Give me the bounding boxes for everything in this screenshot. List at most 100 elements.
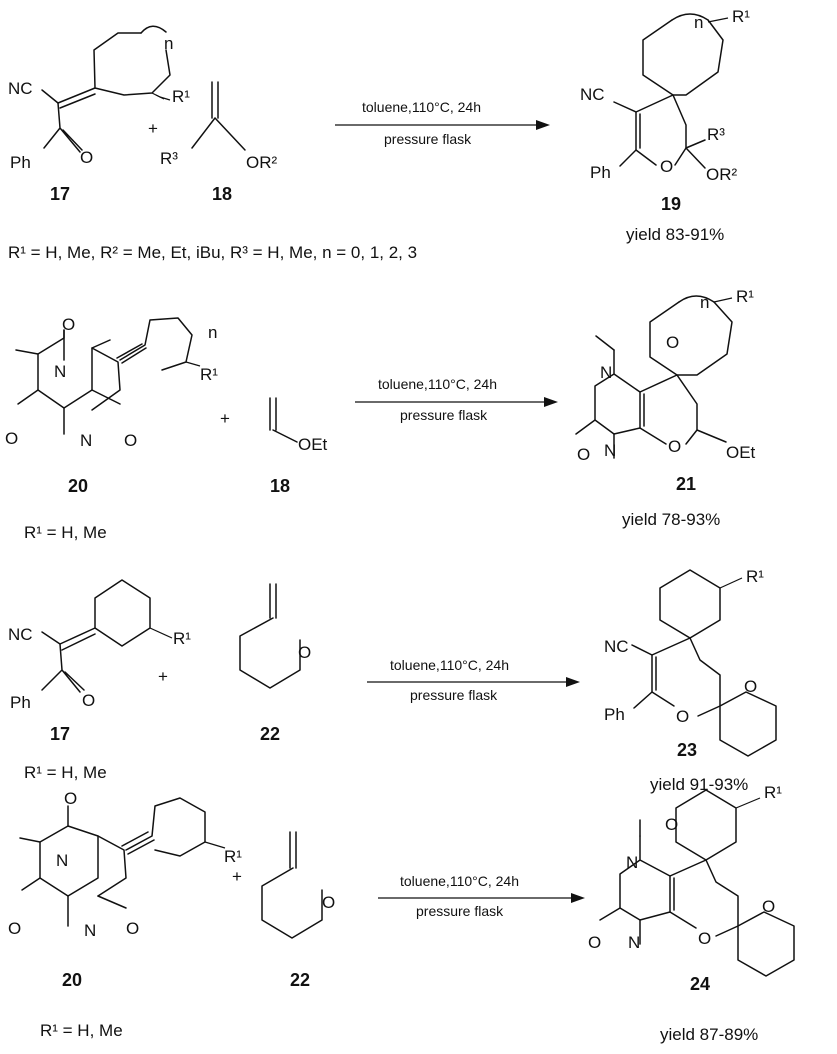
nitrile-label-17b: NC [8,625,33,644]
n-label-21: n [700,293,709,312]
compound-17-structure: NC Ph O R¹ n [8,25,190,172]
carbonyl-oxygen-label: O [80,148,93,167]
conditions-line2-2: pressure flask [400,407,488,423]
product-label-21: 21 [676,474,696,494]
oxygen-right-20: O [124,431,137,450]
reaction-arrow-2: toluene,110°C, 24h pressure flask [355,376,558,423]
product-19-structure: NC Ph O R³ OR² R¹ n [580,7,750,184]
oet-label: OEt [298,435,328,454]
phenyl-label-23: Ph [604,705,625,724]
nitrogen-21b: N [604,441,616,460]
substituents-reaction-4: R¹ = H, Me [40,1021,123,1040]
plus-sign-4: + [232,867,242,886]
nitrile-label-19: NC [580,85,605,104]
reagent-label-22: 22 [260,724,280,744]
nitrile-label-23: NC [604,637,629,656]
yield-19: yield 83-91% [626,225,724,244]
conditions-line2: pressure flask [384,131,472,147]
ring-oxygen-24b: O [762,897,775,916]
reaction-3: NC Ph O R¹ + O 17 22 toluene,110°C, 24h … [8,567,777,794]
reaction-4: O N O N O R¹ + O 20 22 toluene,110°C, 24… [8,783,795,1044]
r1-label-20: R¹ [200,365,218,384]
compound-17b-structure: NC Ph O R¹ [8,579,191,712]
compound-18-structure: R³ OR² [160,81,278,172]
nitrogen-20d: N [84,921,96,940]
nitrogen-20c: N [56,851,68,870]
r1-label-21: R¹ [736,287,754,306]
sm-label-17b: 17 [50,724,70,744]
r1-label-24: R¹ [764,783,782,802]
compound-20-structure: O N O N O R¹ n [5,315,218,450]
nitrogen-24a: N [626,853,638,872]
r3-label-19: R³ [707,125,725,144]
ring-oxygen-23b: O [744,677,757,696]
product-label-19: 19 [661,194,681,214]
ring-oxygen-22: O [298,643,311,662]
oxygen-left-20: O [5,429,18,448]
nitrogen-20b: N [80,431,92,450]
oxygen-top-24: O [665,815,678,834]
r3-label: R³ [160,149,178,168]
oxygen-right-20b: O [126,919,139,938]
yield-21: yield 78-93% [622,510,720,529]
product-21-structure: O N O N O OEt R¹ n [575,287,756,464]
plus-sign-2: + [220,409,230,428]
n-label-20: n [208,323,217,342]
oxygen-left-21: O [577,445,590,464]
oxygen-left-24: O [588,933,601,952]
reagent-label-22b: 22 [290,970,310,990]
carbonyl-oxygen-17b: O [82,691,95,710]
reaction-1: NC Ph O R¹ n + R³ OR² 17 18 toluene,110°… [8,7,750,262]
compound-18b-structure: OEt [269,397,328,454]
oxygen-top-20: O [62,315,75,334]
conditions-line1-2: toluene,110°C, 24h [378,376,497,392]
plus-sign-3: + [158,667,168,686]
reaction-arrow-1: toluene,110°C, 24h pressure flask [335,99,550,147]
oxygen-top-20b: O [64,789,77,808]
or2-label: OR² [246,153,278,172]
oxygen-top-21: O [666,333,679,352]
compound-22-structure: O [239,583,311,689]
phenyl-label-17b: Ph [10,693,31,712]
ring-size-n-label: n [164,34,173,53]
reaction-arrow-3: toluene,110°C, 24h pressure flask [367,657,580,703]
substituents-reaction-1: R¹ = H, Me, R² = Me, Et, iBu, R³ = H, Me… [8,243,417,262]
product-label-24: 24 [690,974,710,994]
n-label-19: n [694,13,703,32]
r1-label-23: R¹ [746,567,764,586]
phenyl-label: Ph [10,153,31,172]
yield-24: yield 87-89% [660,1025,758,1044]
oet-label-21: OEt [726,443,756,462]
conditions-line1-4: toluene,110°C, 24h [400,873,519,889]
sm-label-17: 17 [50,184,70,204]
ring-oxygen-19: O [660,157,673,176]
reagent-label-18b: 18 [270,476,290,496]
conditions-line1: toluene,110°C, 24h [362,99,481,115]
reaction-2: O N O N O R¹ n + OEt 20 18 toluene,110°C… [5,287,756,542]
nitrogen-21a: N [600,363,612,382]
sm-label-20: 20 [68,476,88,496]
compound-22b-structure: O [261,831,335,939]
r1-label-17b: R¹ [173,629,191,648]
ring-oxygen-22b: O [322,893,335,912]
substituents-reaction-3: R¹ = H, Me [24,763,107,782]
r1-label-20b: R¹ [224,847,242,866]
ring-oxygen-21: O [668,437,681,456]
nitrile-label: NC [8,79,33,98]
conditions-line2-3: pressure flask [410,687,498,703]
nitrogen-24b: N [628,933,640,952]
or2-label-19: OR² [706,165,738,184]
reaction-arrow-4: toluene,110°C, 24h pressure flask [378,873,585,919]
sm-label-20b: 20 [62,970,82,990]
compound-20b-structure: O N O N O R¹ [8,789,242,940]
reagent-label-18: 18 [212,184,232,204]
r1-label-19: R¹ [732,7,750,26]
nitrogen-20a: N [54,362,66,381]
ring-oxygen-23a: O [676,707,689,726]
product-24-structure: O N O N O O R¹ [588,783,795,977]
ring-oxygen-24a: O [698,929,711,948]
substituents-reaction-2: R¹ = H, Me [24,523,107,542]
yield-23: yield 91-93% [650,775,748,794]
plus-sign: + [148,119,158,138]
